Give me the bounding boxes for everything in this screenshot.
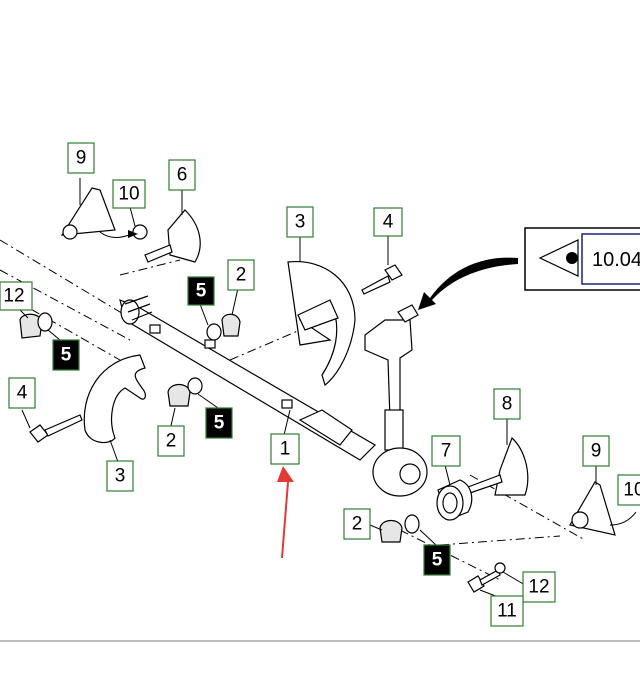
view-arrow: [418, 257, 518, 310]
callout-7: 7: [431, 435, 461, 467]
svg-text:12: 12: [3, 286, 24, 307]
callout-5-top: 5: [187, 276, 215, 306]
callout-4-top: 4: [373, 207, 403, 237]
callout-4-left: 4: [8, 377, 36, 409]
page-bottom-divider: [0, 640, 640, 642]
view-reference: 10.04: [524, 227, 640, 291]
svg-text:5: 5: [61, 345, 72, 366]
svg-text:5: 5: [196, 281, 207, 302]
svg-text:9: 9: [76, 148, 87, 169]
view-reference-label: 10.04: [592, 249, 640, 271]
svg-text:2: 2: [166, 431, 177, 452]
bracket-assembly: [364, 304, 428, 497]
callout-2-top: 2: [227, 259, 255, 291]
svg-text:7: 7: [441, 441, 452, 462]
blade-6: [144, 209, 201, 263]
callout-10-top-left: 10: [112, 179, 146, 209]
svg-text:5: 5: [214, 413, 225, 434]
svg-text:9: 9: [591, 441, 602, 462]
callout-12-left: 12: [0, 281, 33, 311]
nuts-and-washers: [19, 224, 506, 574]
yoke-right: [287, 260, 356, 387]
blade-8: [467, 436, 529, 496]
callout-8: 8: [493, 388, 521, 420]
leader-lines: [19, 178, 637, 601]
callout-1: 1: [270, 433, 300, 465]
callout-5-bottom: 5: [423, 544, 451, 576]
callouts: 9 6 10 3 4 5 2 12: [0, 142, 640, 627]
callout-9-top-left: 9: [67, 142, 95, 174]
callout-5-left: 5: [52, 339, 80, 371]
svg-text:6: 6: [177, 165, 188, 186]
svg-text:10: 10: [623, 480, 640, 501]
svg-text:5: 5: [432, 550, 443, 571]
callout-6: 6: [168, 159, 196, 191]
callout-9-right: 9: [582, 435, 610, 467]
svg-text:3: 3: [115, 466, 126, 487]
callout-2-middle: 2: [157, 425, 185, 457]
yoke-left: [83, 354, 146, 444]
svg-text:4: 4: [383, 212, 394, 233]
svg-text:10: 10: [118, 184, 139, 205]
callout-11: 11: [490, 595, 524, 627]
callout-3-top: 3: [286, 206, 314, 238]
svg-text:4: 4: [17, 383, 28, 404]
shaft: [119, 295, 376, 461]
svg-text:3: 3: [295, 212, 306, 233]
callout-12-bottom: 12: [522, 571, 556, 603]
callout-5-middle: 5: [205, 407, 233, 439]
callout-2-bottom: 2: [343, 508, 371, 540]
bushing-7: [436, 479, 473, 521]
svg-text:12: 12: [528, 577, 549, 598]
svg-text:1: 1: [280, 439, 291, 460]
clamp-9-right: [569, 481, 616, 536]
red-arrow: [277, 466, 294, 558]
callout-3-left: 3: [106, 460, 134, 492]
svg-text:11: 11: [497, 601, 517, 622]
svg-text:2: 2: [236, 265, 247, 286]
callout-10-right: 10: [617, 474, 640, 506]
bolts: [29, 264, 501, 593]
svg-text:2: 2: [352, 514, 363, 535]
svg-text:8: 8: [502, 394, 513, 415]
clamp-9-left: [60, 187, 116, 240]
